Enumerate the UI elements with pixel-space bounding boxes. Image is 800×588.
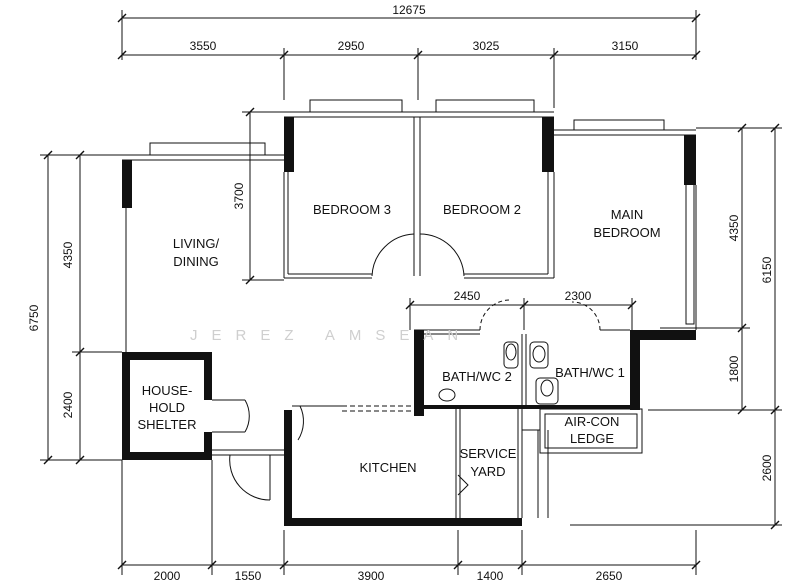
dimension-ticks (43, 13, 780, 570)
dim-bottom-1: 2000 (154, 569, 181, 583)
dim-right-inner-2: 1800 (727, 355, 741, 382)
label-aircon-1: AIR-CON (565, 414, 620, 429)
watermark: JEREZ AMSEAN (190, 327, 472, 344)
label-kitchen: KITCHEN (359, 460, 416, 475)
dim-left-2: 2400 (61, 391, 75, 418)
label-living-2: DINING (173, 254, 219, 269)
dim-right-inner-1: 4350 (727, 214, 741, 241)
dim-bottom-5: 2650 (596, 569, 623, 583)
label-bath-wc-2: BATH/WC 2 (442, 369, 512, 384)
dim-top-3: 3025 (473, 39, 500, 53)
label-aircon-2: LEDGE (570, 431, 614, 446)
label-living-1: LIVING/ (173, 236, 220, 251)
dimension-lines (40, 10, 782, 575)
dim-top-4: 3150 (612, 39, 639, 53)
dim-bath-2: 2300 (565, 289, 592, 303)
dim-overall-top: 12675 (392, 3, 426, 17)
label-main-bedroom-1: MAIN (611, 207, 644, 222)
dim-top-2: 2950 (338, 39, 365, 53)
label-bedroom3: BEDROOM 3 (313, 202, 391, 217)
dim-bath-1: 2450 (454, 289, 481, 303)
label-bedroom2: BEDROOM 2 (443, 202, 521, 217)
dim-bottom-2: 1550 (235, 569, 262, 583)
label-shelter-1: HOUSE- (142, 383, 193, 398)
dim-bottom-3: 3900 (358, 569, 385, 583)
walls (122, 117, 696, 526)
dim-top-1: 3550 (190, 39, 217, 53)
dim-left-total: 6750 (27, 304, 41, 331)
label-service-yard-1: SERVICE (460, 446, 517, 461)
label-service-yard-2: YARD (470, 464, 505, 479)
door-swings (229, 233, 601, 501)
dim-bedroom3-height: 3700 (232, 182, 246, 209)
label-main-bedroom-2: BEDROOM (593, 225, 660, 240)
label-shelter-2: HOLD (149, 400, 185, 415)
dim-right-outer-1: 6150 (760, 256, 774, 283)
dim-left-1: 4350 (61, 241, 75, 268)
label-shelter-3: SHELTER (138, 417, 197, 432)
dim-right-outer-2: 2600 (760, 454, 774, 481)
windows (122, 99, 696, 325)
label-bath-wc-1: BATH/WC 1 (555, 365, 625, 380)
dim-bottom-4: 1400 (477, 569, 504, 583)
bath-fixtures (438, 341, 559, 405)
